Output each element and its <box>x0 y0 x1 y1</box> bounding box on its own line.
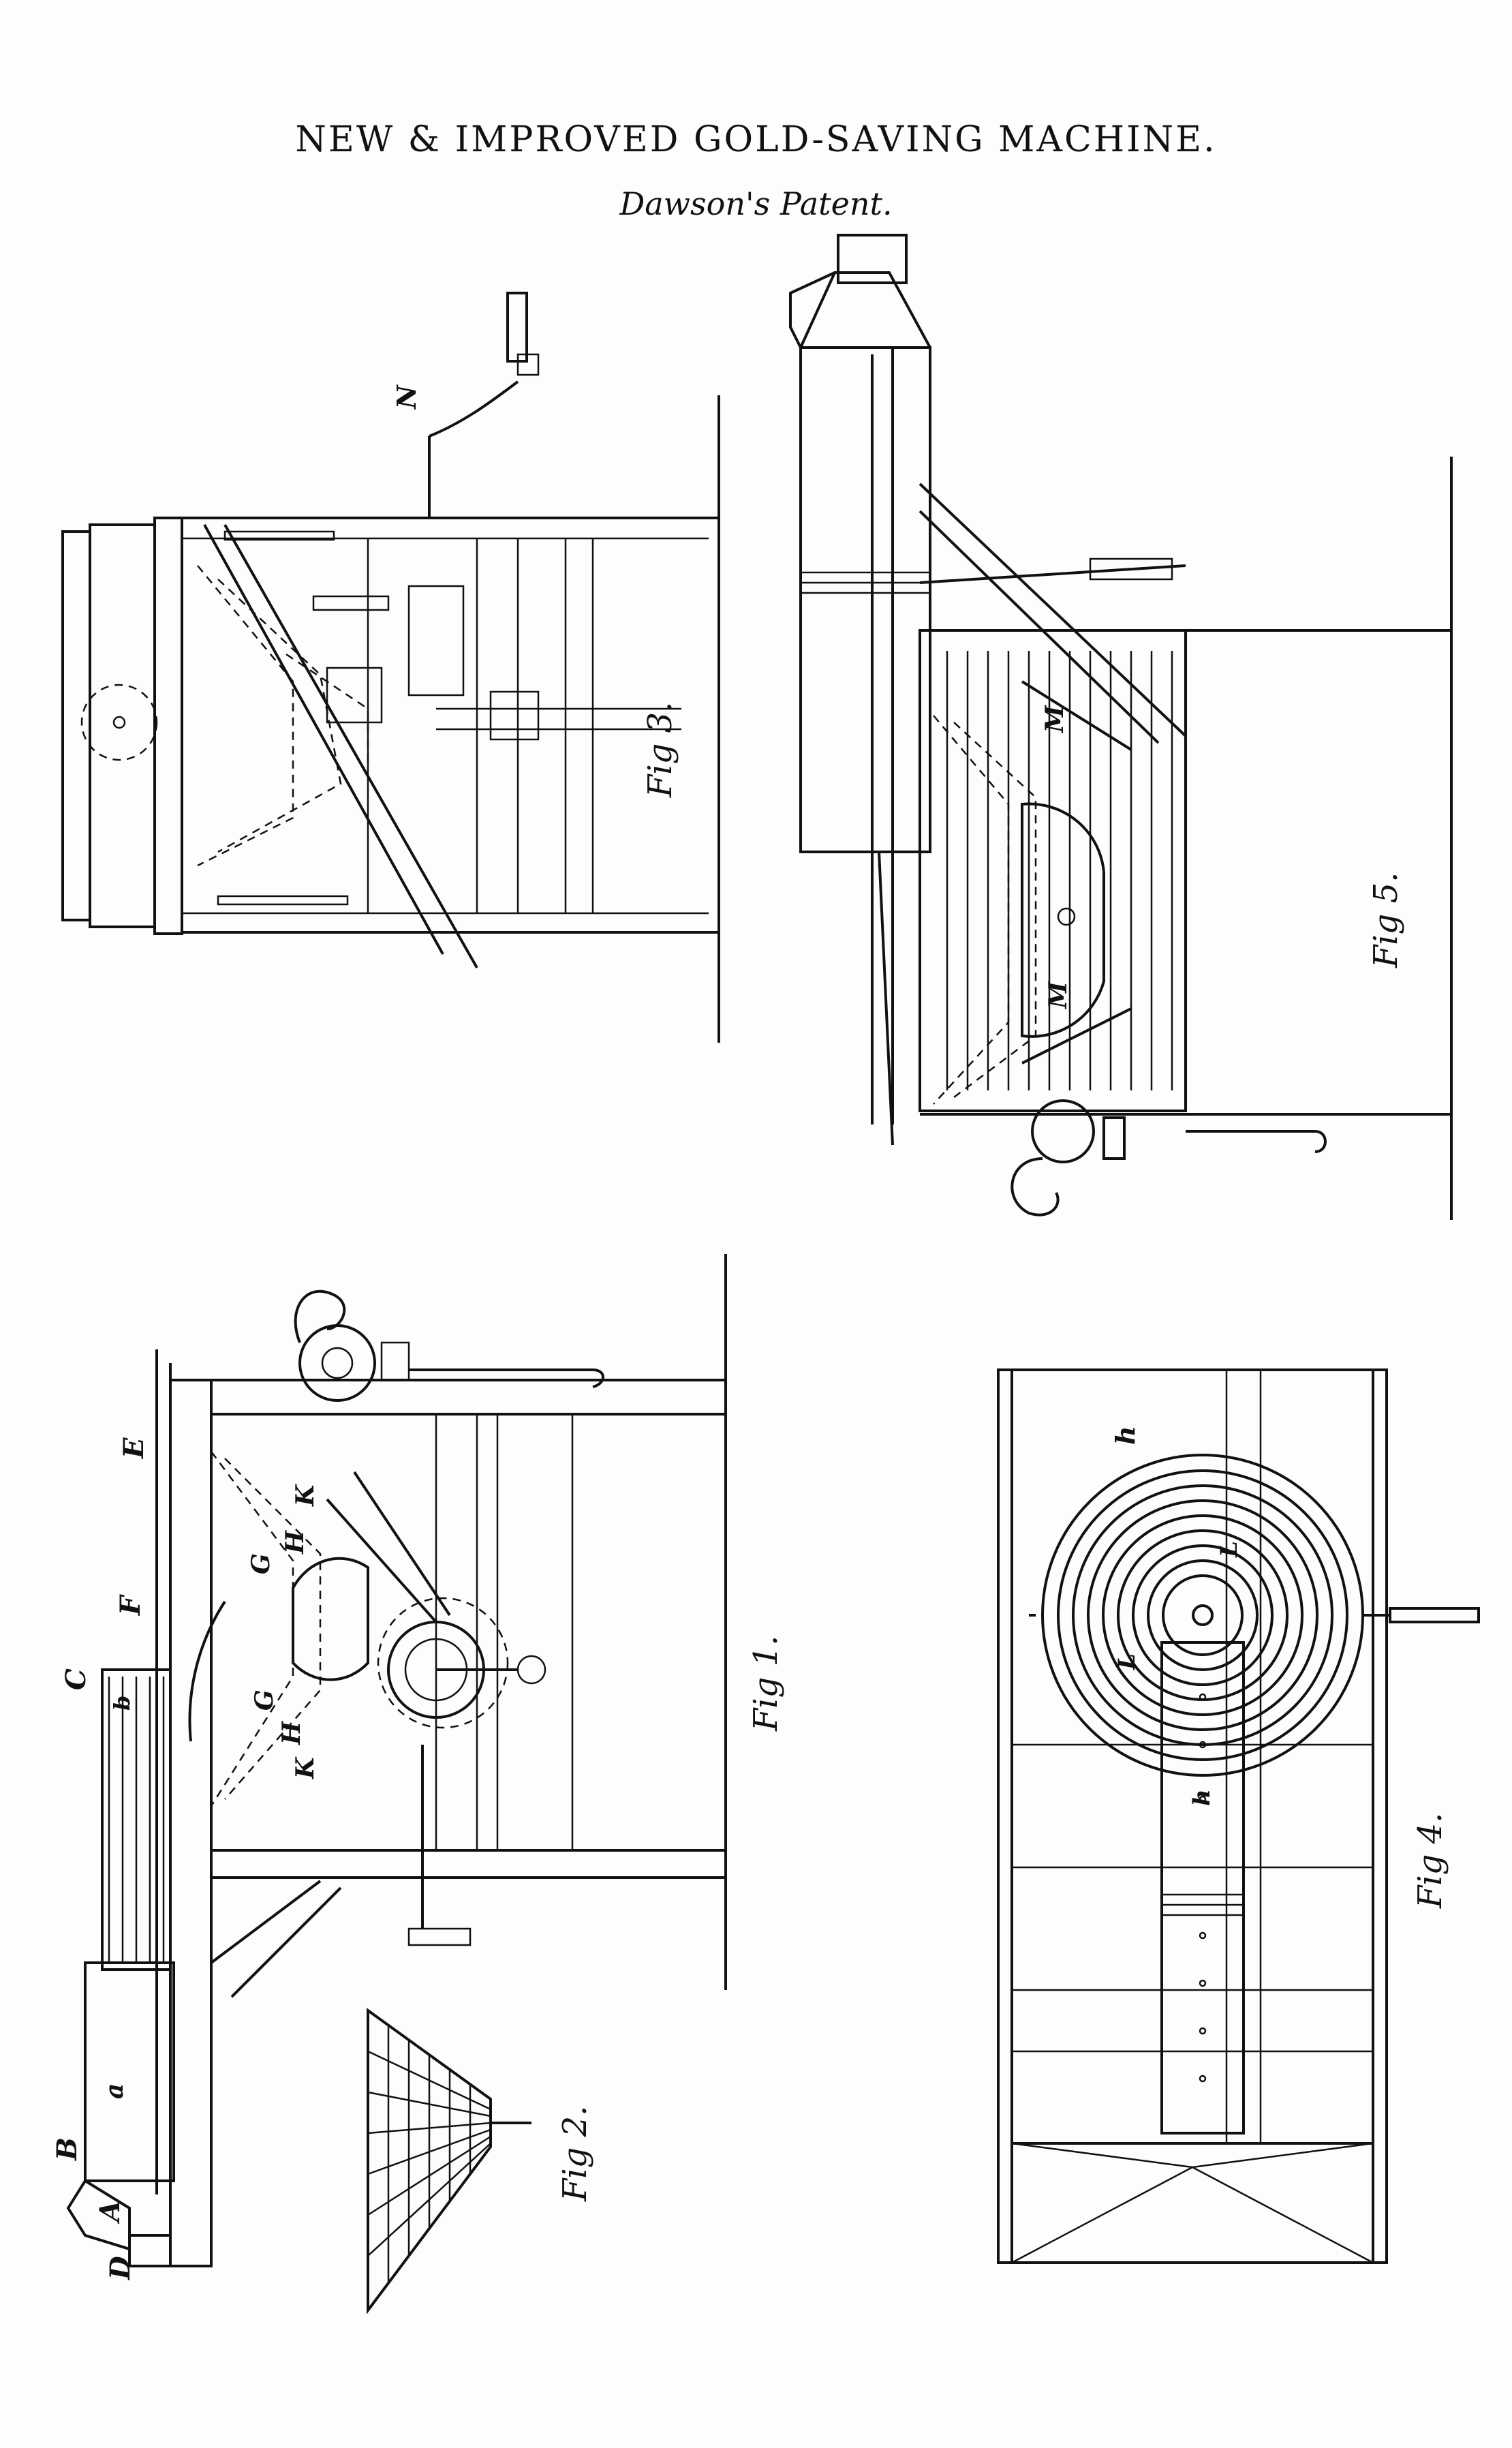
figure-5: M M Fig 5. <box>789 234 1453 1220</box>
label-h-center: h <box>1188 1789 1216 1806</box>
label-B: B <box>51 2137 83 2161</box>
figure-4: h h L L Fig 4. <box>997 1368 1480 2264</box>
label-D: D <box>104 2256 136 2280</box>
label-K-upper: K <box>291 1484 320 1507</box>
page-title: NEW & IMPROVED GOLD-SAVING MACHINE. <box>295 119 1217 160</box>
fig-2-caption: Fig 2. <box>556 2106 594 2202</box>
label-C: C <box>60 1668 92 1690</box>
figure-1: C E F b G H K G H K a B A D Fig 1. <box>51 1254 785 2280</box>
fig-1-caption: Fig 1. <box>747 1636 785 1732</box>
label-F: F <box>114 1594 146 1616</box>
label-E: E <box>118 1437 150 1459</box>
label-L-lower: L <box>1113 1653 1141 1670</box>
label-G-lower: G <box>250 1689 279 1711</box>
page-subtitle: Dawson's Patent. <box>619 185 893 222</box>
fig-3-caption: Fig 3. <box>641 702 679 798</box>
label-H-upper: H <box>281 1530 309 1555</box>
figure-2: Fig 2. <box>367 2008 594 2314</box>
label-A: A <box>94 2201 126 2224</box>
fig-4-caption: Fig 4. <box>1411 1813 1449 1909</box>
label-K-lower: K <box>291 1756 320 1779</box>
label-M-upper: M <box>1040 705 1069 734</box>
label-N: N <box>391 384 422 410</box>
fig-5-caption: Fig 5. <box>1367 872 1405 968</box>
label-a: a <box>100 2083 129 2099</box>
label-G-upper: G <box>247 1553 275 1574</box>
label-h-top: h <box>1110 1426 1141 1445</box>
label-L-upper: L <box>1216 1541 1243 1558</box>
label-M-lower: M <box>1044 981 1073 1010</box>
figure-3: N Fig 3. <box>61 292 720 1043</box>
label-H-lower: H <box>277 1721 306 1745</box>
label-b: b <box>109 1696 135 1711</box>
